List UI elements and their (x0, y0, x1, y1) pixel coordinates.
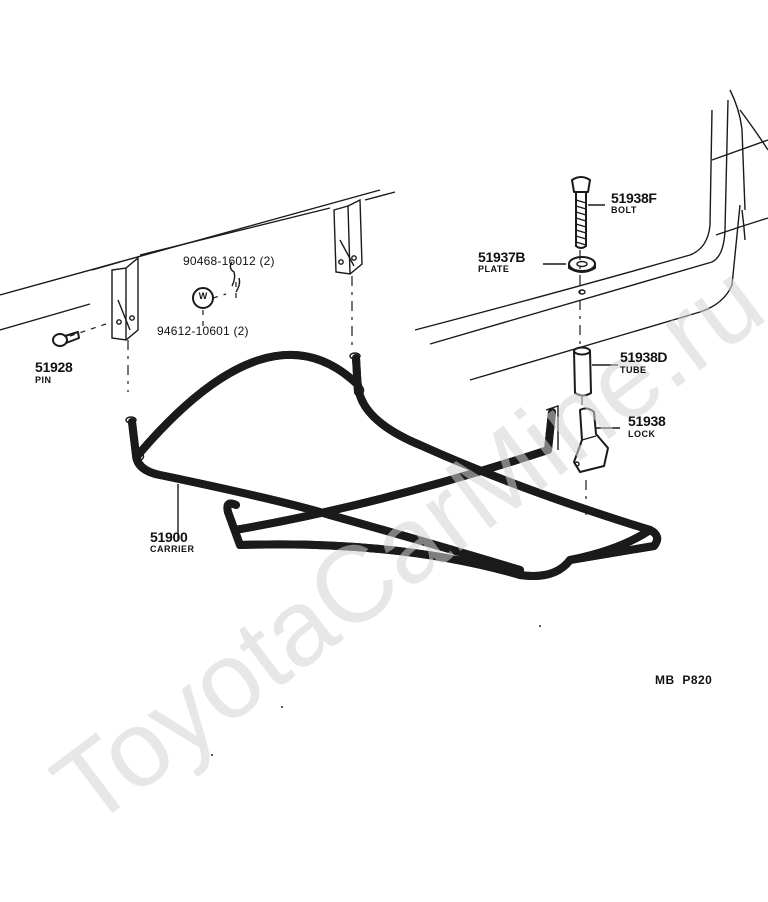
part-name-lock: LOCK (628, 429, 656, 439)
callout-washer: 94612-10601 (2) (157, 324, 249, 338)
mounting-hole (578, 289, 586, 295)
callout-clip: 90468-16012 (2) (183, 254, 275, 268)
label-pin: 51928 PIN (35, 359, 73, 385)
tube-part (573, 346, 592, 397)
leader-lines (177, 204, 620, 540)
bolt-part (571, 176, 591, 249)
washer-part (192, 287, 214, 309)
figure-code: MB P820 (655, 673, 713, 687)
part-number-tube: 51938D (620, 349, 668, 365)
vehicle-body-rear-right (414, 89, 768, 381)
clip-part (229, 261, 241, 293)
pin-part (52, 331, 80, 347)
carrier-part (125, 353, 657, 576)
part-number-lock: 51938 (628, 413, 666, 429)
assembly-guide-lines (69, 250, 587, 520)
lock-part (573, 407, 609, 473)
part-name-plate: PLATE (478, 264, 510, 274)
label-tube: 51938D TUBE (620, 349, 668, 375)
label-lock: 51938 LOCK (628, 413, 666, 439)
part-number-bolt: 51938F (611, 190, 657, 206)
part-name-carrier: CARRIER (150, 544, 195, 554)
part-name-tube: TUBE (620, 365, 647, 375)
plate-part (568, 256, 596, 273)
bracket-right (333, 198, 363, 275)
label-plate: 51937B PLATE (478, 249, 526, 274)
part-name-bolt: BOLT (611, 205, 637, 215)
part-number-plate: 51937B (478, 249, 526, 265)
vehicle-underbody-left (0, 189, 396, 331)
bracket-left (111, 256, 139, 341)
part-number-pin: 51928 (35, 359, 73, 375)
washer-symbol: W (198, 291, 208, 301)
part-number-carrier: 51900 (150, 529, 188, 545)
label-carrier: 51900 CARRIER (150, 530, 195, 554)
label-bolt: 51938F BOLT (611, 191, 657, 215)
part-name-pin: PIN (35, 375, 52, 385)
